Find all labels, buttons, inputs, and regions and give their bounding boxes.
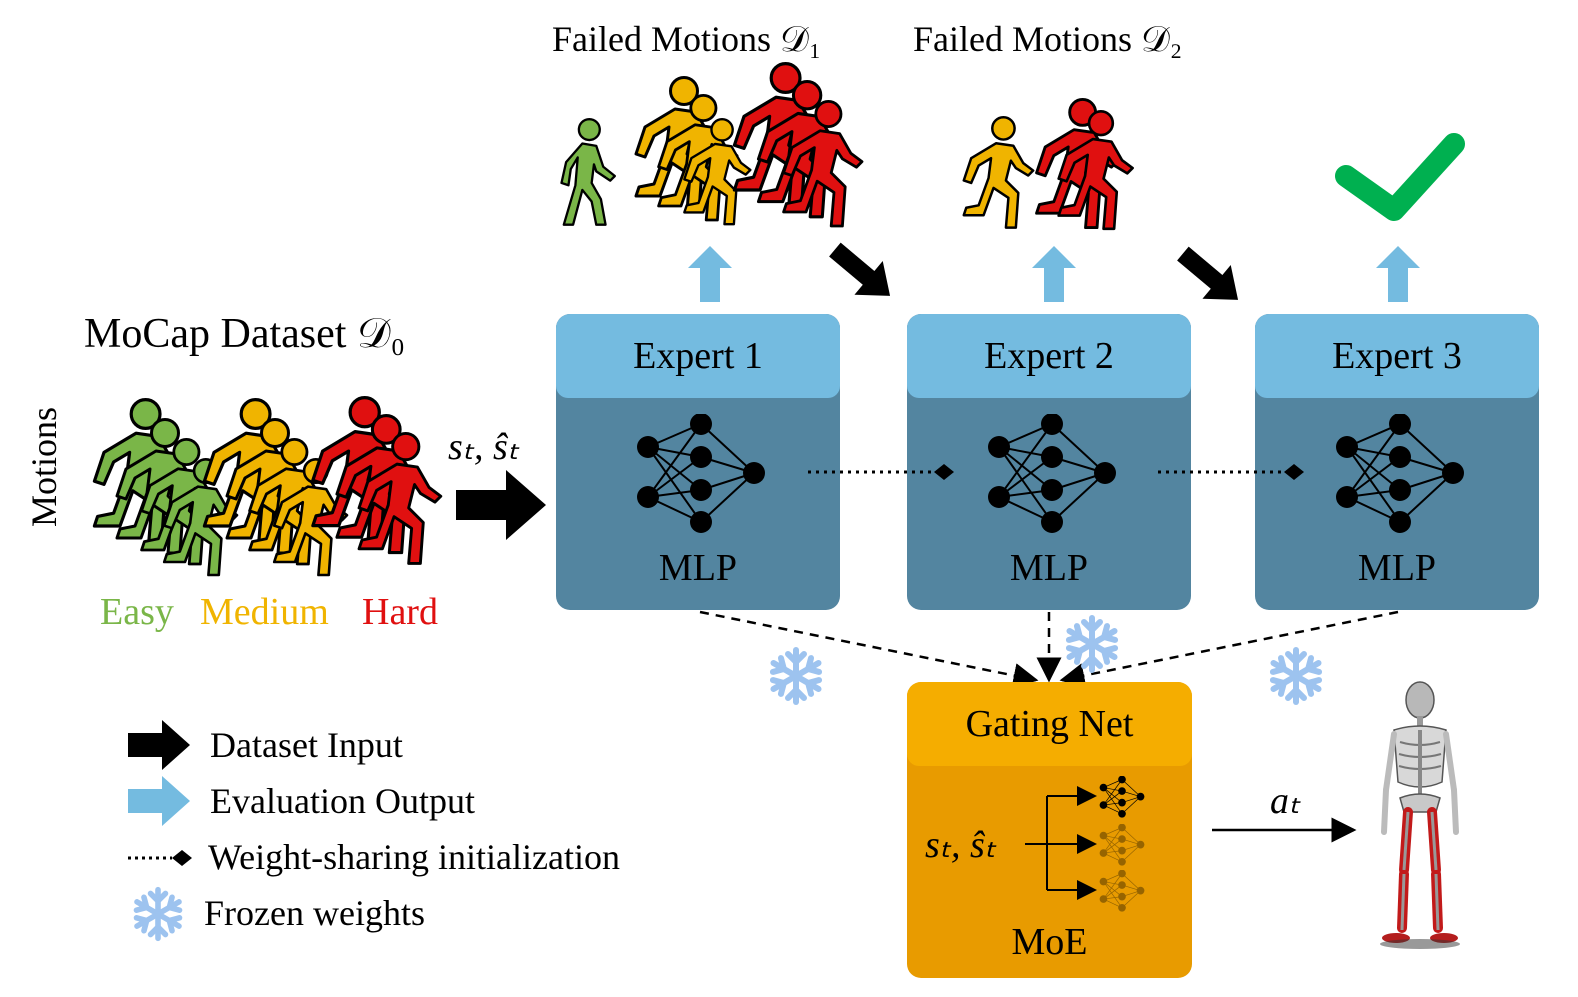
expert-2-header: Expert 2: [907, 314, 1191, 398]
gating-net-box: Gating Net sₜ, ŝₜ MoE: [907, 682, 1192, 978]
hard-label: Hard: [362, 591, 438, 633]
weight-share-diamond-icon: [934, 464, 954, 480]
evaluation-arrow-2-icon: [1032, 246, 1076, 302]
evaluation-arrow-3-icon: [1376, 246, 1420, 302]
weight-share-diamond-icon: [1284, 464, 1304, 480]
dataset-input-arrow-icon: [456, 470, 546, 540]
expert-3-box: Expert 3 MLP: [1255, 314, 1539, 610]
expert-3-module: MLP: [1357, 547, 1437, 589]
expert-1-header: Expert 1: [556, 314, 840, 398]
easy-label: Easy: [100, 591, 174, 633]
state-input-label: sₜ, ŝₜ: [448, 426, 519, 468]
expert-1-box: Expert 1 MLP: [556, 314, 840, 610]
expert-1-title: Expert 1: [633, 335, 763, 377]
failed-transfer-arrow-1-icon: [829, 242, 891, 296]
dataset-title: MoCap Dataset 𝒟₀: [84, 311, 406, 357]
legend-black-arrow-icon: [128, 720, 190, 770]
expert-3-header: Expert 3: [1255, 314, 1539, 398]
expert-2-module: MLP: [1009, 547, 1089, 589]
expert-1-module: MLP: [658, 547, 738, 589]
expert-3-title: Expert 3: [1332, 335, 1462, 377]
gating-module: MoE: [1011, 921, 1088, 963]
success-check-icon: [1335, 133, 1465, 221]
legend-frozen-weights: Frozen weights: [204, 893, 425, 933]
medium-label: Medium: [200, 591, 329, 633]
failed-transfer-arrow-2-icon: [1177, 246, 1239, 300]
expert-2-title: Expert 2: [984, 335, 1114, 377]
action-output-label: aₜ: [1270, 780, 1301, 822]
legend-dataset-input: Dataset Input: [210, 725, 403, 765]
evaluation-arrow-1-icon: [688, 246, 732, 302]
skeleton-figure-icon: [1380, 681, 1460, 949]
gating-input-label: sₜ, ŝₜ: [925, 824, 996, 866]
gating-routing-icon: [1025, 776, 1145, 912]
failed-motions-1-title: Failed Motions 𝒟₁: [552, 19, 822, 59]
gating-net-title: Gating Net: [965, 703, 1134, 745]
expert-2-box: Expert 2 MLP: [907, 314, 1191, 610]
gating-net-header: Gating Net: [907, 682, 1192, 766]
failed-motions-2-title: Failed Motions 𝒟₂: [913, 19, 1183, 59]
legend-blue-arrow-icon: [128, 776, 190, 826]
legend-weight-sharing: Weight-sharing initialization: [208, 837, 620, 877]
legend-evaluation-output: Evaluation Output: [210, 781, 475, 821]
legend-dotted-diamond-icon: [128, 850, 192, 866]
